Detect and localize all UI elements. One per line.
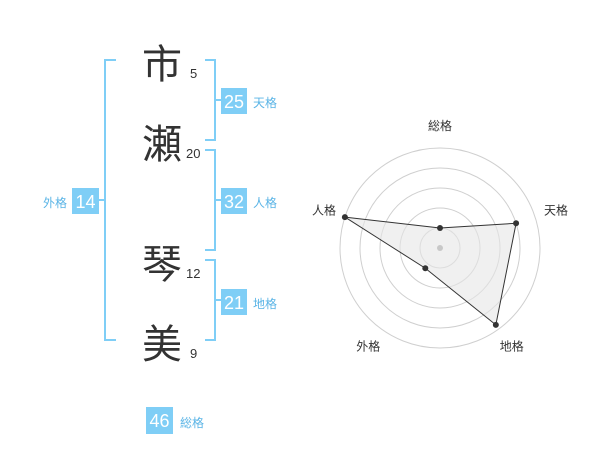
chikaku-value: 21	[224, 293, 244, 313]
name-char-4-strokes: 9	[190, 346, 197, 361]
radar-axis-label-5: 人格	[312, 202, 336, 217]
soukaku-label: 総格	[180, 415, 204, 430]
radar-points	[341, 214, 520, 328]
radar-point-5	[341, 214, 348, 221]
soukaku-badge: 46 総格	[146, 407, 204, 434]
tenkaku-badge: 25 天格	[221, 88, 277, 114]
radar-ring	[359, 167, 521, 329]
name-char-2: 瀬	[142, 122, 182, 168]
tenkaku-label: 天格	[253, 95, 277, 110]
radar-series-area	[344, 216, 517, 326]
radar-point-1	[437, 225, 443, 231]
jinkaku-badge: 32 人格	[221, 188, 277, 214]
name-char-3: 琴	[142, 242, 182, 288]
radar-grid	[339, 147, 541, 349]
tenkaku-value: 25	[224, 92, 244, 112]
radar-axis-label-4: 外格	[356, 339, 380, 354]
gaikaku-value: 14	[75, 192, 95, 212]
chikaku-bracket	[205, 259, 216, 341]
radar-center-dot	[437, 245, 443, 251]
radar-axis-label-2: 天格	[544, 202, 568, 217]
gaikaku-bracket	[104, 59, 116, 341]
gaikaku-label: 外格	[43, 195, 67, 210]
name-char-2-strokes: 20	[186, 146, 200, 161]
jinkaku-value: 32	[224, 192, 244, 212]
name-char-1: 市	[142, 42, 182, 88]
radar-point-3	[492, 321, 499, 328]
radar-axis-label-1: 総格	[428, 118, 452, 133]
radar-ring	[339, 147, 541, 349]
jinkaku-label: 人格	[253, 195, 277, 210]
soukaku-value: 46	[149, 411, 169, 431]
radar-axis-label-3: 地格	[500, 339, 524, 354]
chikaku-badge: 21 地格	[221, 289, 277, 315]
chikaku-label: 地格	[253, 296, 277, 311]
gaikaku-badge: 外格 14	[43, 188, 99, 214]
tenkaku-bracket	[205, 59, 216, 141]
jinkaku-bracket	[205, 149, 216, 251]
radar-point-2	[513, 220, 520, 227]
bracket-lines	[99, 59, 221, 341]
name-char-1-strokes: 5	[190, 66, 197, 81]
radar-point-4	[422, 265, 429, 272]
name-char-4: 美	[142, 322, 182, 368]
name-char-3-strokes: 12	[186, 266, 200, 281]
